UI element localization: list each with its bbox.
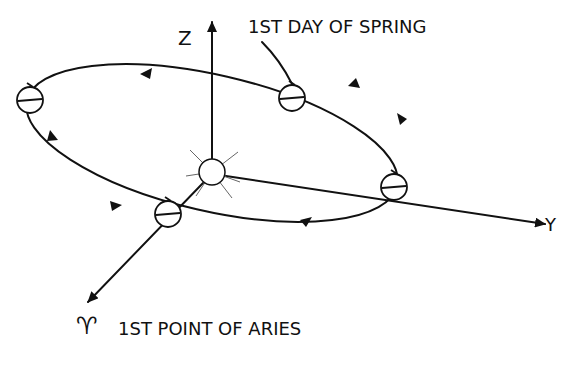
- orbit-arrows: [47, 68, 407, 227]
- axis-symbol: ♈: [76, 314, 98, 338]
- axis-label: Y: [545, 216, 556, 234]
- leader-line: [262, 42, 292, 84]
- z-axis: [211, 22, 213, 160]
- sun: [186, 150, 240, 198]
- axis-caption: 1ST POINT OF ARIES: [118, 320, 301, 338]
- aries-axis: [88, 183, 203, 302]
- callout-label: 1ST DAY OF SPRING: [248, 18, 427, 36]
- earth-symbols: [17, 81, 407, 227]
- axis-label: Z: [178, 28, 192, 48]
